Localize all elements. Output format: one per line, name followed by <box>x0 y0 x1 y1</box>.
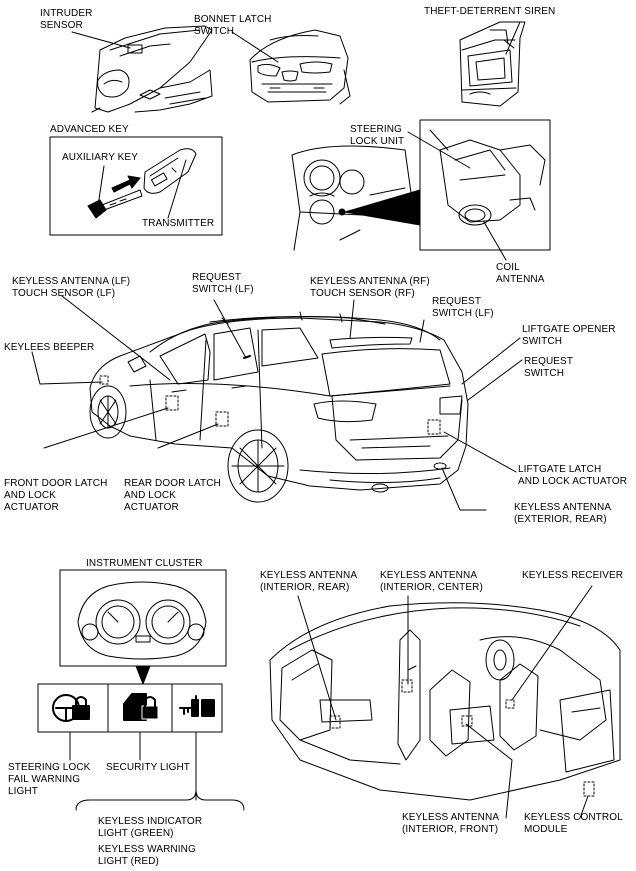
request-switch-lf-top-leader <box>214 300 246 358</box>
label-steering-lock-fail: STEERING LOCK FAIL WARNING LIGHT <box>8 762 91 797</box>
liftgate-opener-leader <box>462 338 520 384</box>
keyless-antenna-lf-leader <box>62 296 170 380</box>
instrument-cluster-box <box>60 570 226 666</box>
label-intruder-sensor: INTRUDER SENSOR <box>40 8 93 31</box>
label-request-switch-lf-right: REQUEST SWITCH (LF) <box>432 296 494 319</box>
keylees-beeper-leader <box>32 352 102 384</box>
label-security-light: SECURITY LIGHT <box>106 762 191 773</box>
label-keylees-beeper: KEYLEES BEEPER <box>4 342 95 353</box>
instrument-cluster-illustration <box>78 582 206 659</box>
siren-illustration <box>460 22 525 106</box>
label-keyless-antenna-ext-rear: KEYLESS ANTENNA (EXTERIOR, REAR) <box>514 502 612 525</box>
label-theft-deterrent-siren: THEFT-DETERRENT SIREN <box>424 6 556 17</box>
label-request-switch: REQUEST SWITCH <box>524 356 574 379</box>
label-front-door-latch: FRONT DOOR LATCH AND LOCK ACTUATOR <box>4 478 108 513</box>
steering-lock-warning-icon <box>53 695 89 721</box>
label-keyless-warning: KEYLESS WARNING LIGHT (RED) <box>98 844 196 867</box>
label-keyless-control-module: KEYLESS CONTROL MODULE <box>524 812 623 835</box>
label-auxiliary-key: AUXILIARY KEY <box>62 152 138 163</box>
zoom-callout-wedge <box>345 190 420 225</box>
car-illustration <box>90 312 468 502</box>
car-padlock-icon <box>124 694 158 720</box>
advanced-key-box <box>50 137 222 235</box>
interior-illustration <box>270 603 620 800</box>
liftgate-latch-leader <box>444 432 516 472</box>
front-door-latch-leader <box>44 408 168 448</box>
int-rear-antenna-leader <box>298 596 336 720</box>
key-keyless-icon <box>180 696 214 716</box>
label-advanced-key: ADVANCED KEY <box>50 124 129 135</box>
label-rear-door-latch: REAR DOOR LATCH AND LOCK ACTUATOR <box>124 478 221 513</box>
label-keyless-antenna-int-front: KEYLESS ANTENNA (INTERIOR, FRONT) <box>402 812 500 835</box>
label-keyless-indicator: KEYLESS INDICATOR LIGHT (GREEN) <box>98 816 203 839</box>
advanced-key-illustration <box>88 149 196 218</box>
indicator-strip <box>38 684 222 732</box>
steering-lock-illustration <box>430 130 545 225</box>
transmitter-leader <box>168 160 186 218</box>
coil-antenna-leader <box>484 222 506 260</box>
label-keyless-receiver: KEYLESS RECEIVER <box>522 570 624 581</box>
label-steering-lock-unit: STEERING LOCK UNIT <box>350 124 405 147</box>
intruder-sensor-illustration <box>92 26 212 112</box>
bonnet-latch-illustration <box>250 30 350 104</box>
label-liftgate-opener-switch: LIFTGATE OPENER SWITCH <box>522 324 616 347</box>
label-keyless-antenna-rf: KEYLESS ANTENNA (RF) TOUCH SENSOR (RF) <box>310 276 430 299</box>
label-bonnet-latch-switch: BONNET LATCH SWITCH <box>194 14 272 37</box>
bonnet-latch-leader <box>232 32 278 62</box>
label-keyless-antenna-lf: KEYLESS ANTENNA (LF) TOUCH SENSOR (LF) <box>12 276 131 299</box>
auxiliary-key-leader <box>98 166 104 206</box>
keyless-antenna-rf-leader <box>350 300 354 338</box>
keyless-brace <box>76 790 244 810</box>
steering-lock-zoom-box <box>420 120 550 250</box>
keyless-antenna-ext-rear-leader <box>442 468 486 510</box>
rear-door-latch-leader <box>158 424 218 448</box>
label-keyless-antenna-int-rear: KEYLESS ANTENNA (INTERIOR, REAR) <box>260 570 358 593</box>
label-liftgate-latch: LIFTGATE LATCH AND LOCK ACTUATOR <box>518 464 628 487</box>
int-front-antenna-leader <box>466 724 512 818</box>
request-switch-leader <box>468 360 522 400</box>
label-keyless-antenna-int-center: KEYLESS ANTENNA (INTERIOR, CENTER) <box>380 570 483 593</box>
request-switch-lf-right-leader <box>420 320 424 342</box>
label-transmitter: TRANSMITTER <box>142 218 215 229</box>
intruder-sensor-leader <box>72 32 130 48</box>
label-coil-antenna: COIL ANTENNA <box>496 262 545 285</box>
label-instrument-cluster: INSTRUMENT CLUSTER <box>86 558 203 569</box>
siren-leader <box>506 22 520 54</box>
keyless-receiver-leader <box>512 586 592 700</box>
steering-lock-leader <box>408 132 470 168</box>
keyless-control-module-leader <box>580 796 588 818</box>
label-request-switch-lf-top: REQUEST SWITCH (LF) <box>192 272 254 295</box>
cluster-pointer <box>136 666 150 684</box>
